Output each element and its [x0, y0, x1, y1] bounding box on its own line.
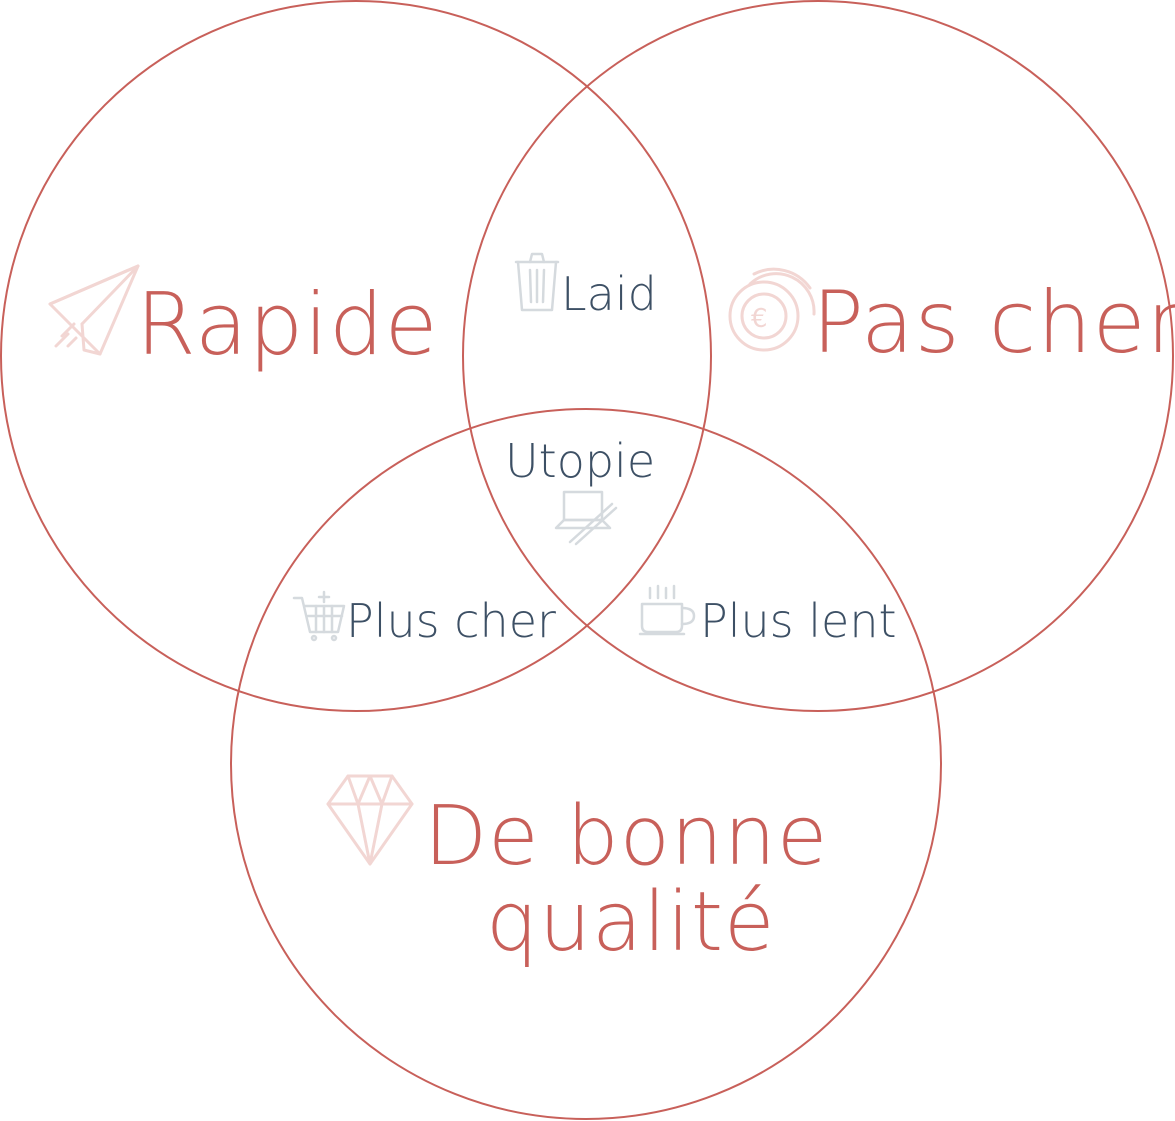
shopping-cart-icon — [292, 590, 346, 642]
circle-rapide — [0, 0, 712, 712]
paper-plane-icon — [48, 264, 140, 356]
diamond-icon — [326, 774, 414, 866]
circle-pas-cher — [462, 0, 1174, 712]
label-utopie: Utopie — [505, 434, 655, 488]
circle-qualite — [230, 408, 942, 1120]
label-qualite-line2: qualité — [486, 875, 775, 970]
coffee-cup-icon — [638, 584, 696, 636]
svg-text:€: € — [751, 304, 768, 334]
laptop-pen-icon — [554, 490, 618, 546]
label-plus-cher: Plus cher — [346, 594, 556, 648]
label-laid: Laid — [561, 267, 657, 321]
label-qualite-line1: De bonne — [424, 789, 828, 884]
label-rapide: Rapide — [136, 275, 439, 375]
label-pas-cher: Pas cher — [812, 273, 1175, 373]
label-plus-lent: Plus lent — [700, 594, 897, 648]
euro-coins-icon: € — [728, 267, 816, 352]
trash-can-icon — [514, 252, 560, 312]
